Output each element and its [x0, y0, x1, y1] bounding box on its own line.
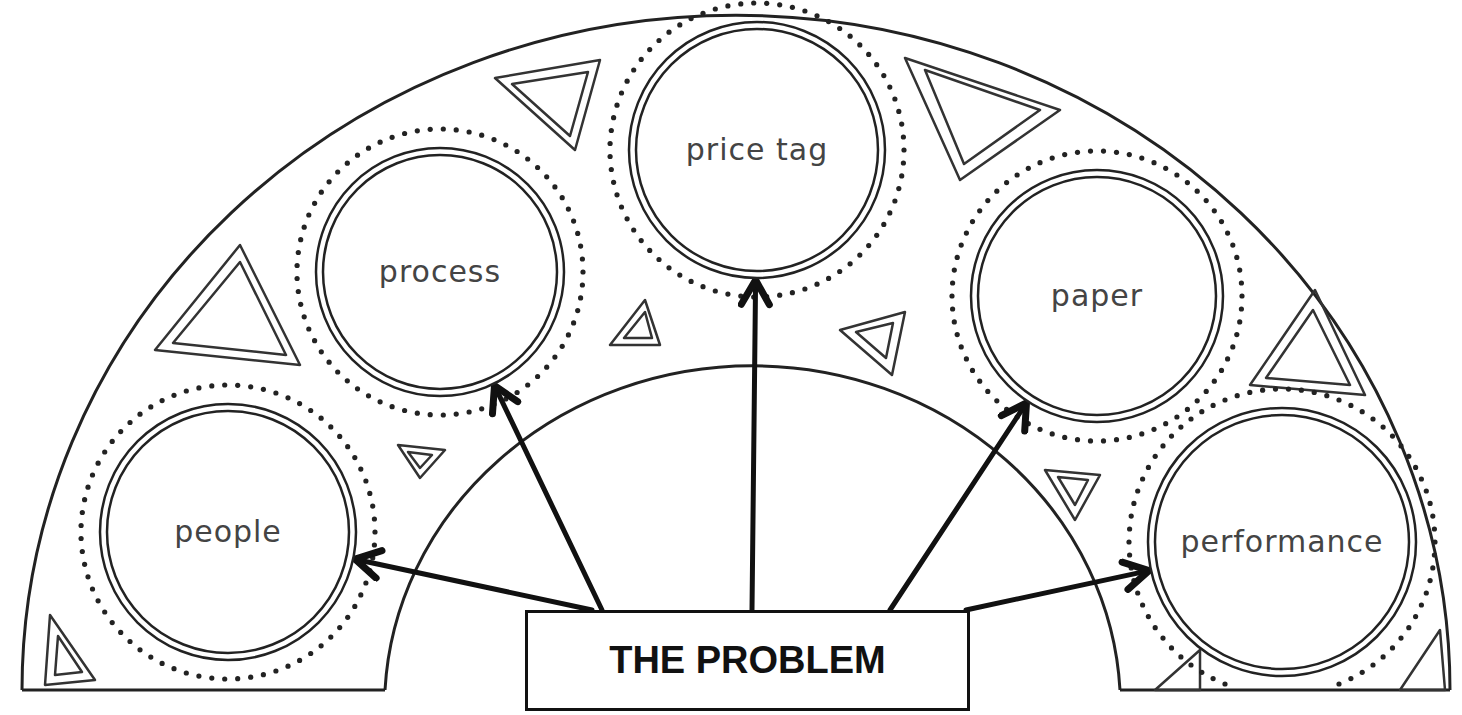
problem-label: THE PROBLEM [609, 639, 886, 682]
topic-label: performance [1180, 525, 1383, 560]
topic-circle: price tag [627, 20, 887, 280]
topic-circle: performance [1146, 406, 1418, 678]
arrow-connector [355, 559, 592, 610]
topic-circle: people [98, 402, 358, 662]
arrow-connector [752, 280, 756, 610]
topic-label: price tag [686, 133, 828, 168]
outer-arc [22, 15, 1450, 690]
triangle-decorations [45, 58, 1445, 690]
problem-box: THE PROBLEM [525, 610, 970, 711]
topic-label: people [174, 515, 282, 550]
arrow-connector [890, 403, 1027, 610]
topic-label: process [379, 255, 501, 290]
topic-circle: process [314, 146, 566, 398]
arrow-connector [966, 571, 1149, 610]
topic-label: paper [1051, 279, 1143, 314]
dot-rings [79, 0, 1438, 686]
topic-circle: paper [969, 168, 1225, 424]
arrow-connector [495, 386, 603, 610]
base-line [22, 689, 385, 692]
